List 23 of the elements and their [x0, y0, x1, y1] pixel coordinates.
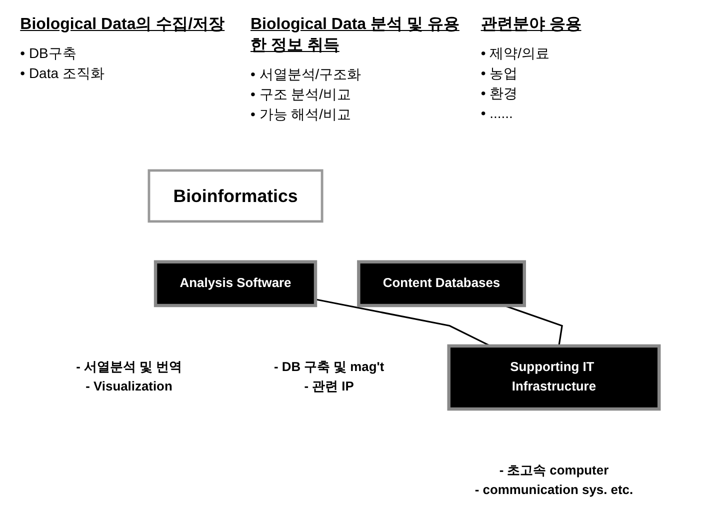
- node-label: - communication sys. etc.: [474, 483, 634, 498]
- bullet-item: • 구조 분석/비교: [250, 86, 352, 104]
- node-box: Supporting IT Infrastructure: [447, 344, 661, 411]
- node-label: - DB 구축 및 mag't: [274, 360, 384, 374]
- node-label: - Visualization: [86, 380, 172, 394]
- node-label: - 서열분석 및 번역: [76, 360, 182, 374]
- node-box: Content Databases: [357, 260, 526, 308]
- bullet-item: • 가능 해석/비교: [250, 106, 352, 124]
- bullet-item: • ......: [480, 105, 514, 121]
- node-label: - 관련 IP: [304, 380, 354, 394]
- node-box: Analysis Software: [154, 260, 318, 308]
- bullet-item: • Data 조직화: [20, 65, 106, 83]
- column-heading: Biological Data의 수집/저장: [20, 15, 226, 35]
- bullet-item: • 환경: [480, 85, 519, 103]
- column-heading: 관련분야 응용: [480, 15, 582, 35]
- bullet-item: • 농업: [480, 65, 519, 83]
- connector: [315, 298, 491, 347]
- bullet-item: • DB구축: [20, 45, 78, 63]
- column-heading: Biological Data 분석 및 유용한 정보 취득: [250, 15, 460, 56]
- node-label: - 초고속 computer: [499, 464, 609, 478]
- node-box: Bioinformatics: [148, 169, 324, 223]
- bullet-item: • 제약/의료: [480, 45, 550, 63]
- bullet-item: • 서열분석/구조화: [250, 66, 362, 84]
